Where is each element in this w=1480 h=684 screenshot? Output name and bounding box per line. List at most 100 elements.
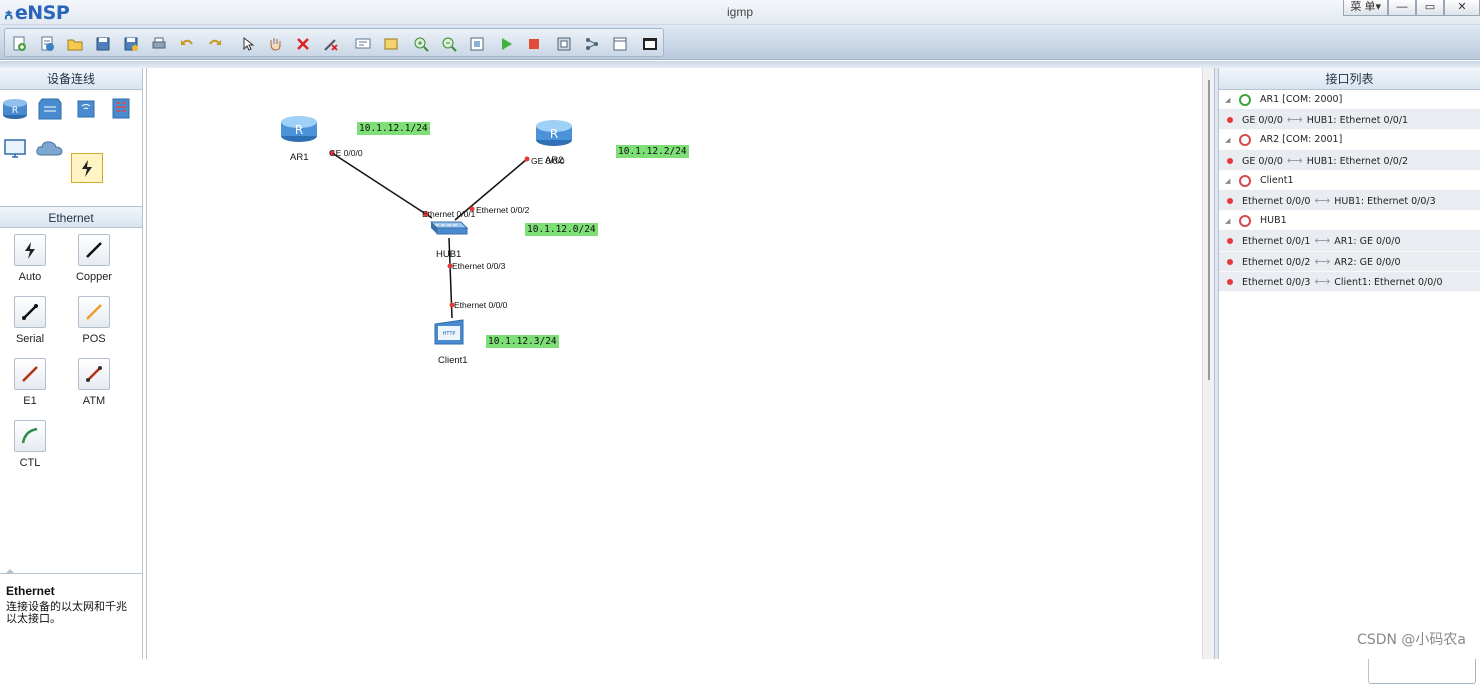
cable-ctl[interactable]: CTL	[0, 420, 60, 469]
port-label: Ethernet 0/0/3	[452, 261, 505, 271]
firewall-category-icon[interactable]	[106, 94, 136, 122]
undo-icon[interactable]	[178, 35, 196, 53]
local-port: Ethernet 0/0/2	[1242, 257, 1310, 268]
window-title: igmp	[0, 5, 1480, 19]
serial-cable-icon[interactable]	[14, 296, 46, 328]
restore-button[interactable]: ▭	[1416, 0, 1444, 16]
interface-device-row[interactable]: ◢AR1 [COM: 2000]	[1219, 90, 1480, 110]
svg-text:R: R	[295, 123, 303, 137]
switch-category-icon[interactable]	[35, 94, 65, 122]
cable-e1[interactable]: E1	[0, 358, 60, 407]
wlan-category-icon[interactable]	[71, 94, 101, 122]
close-button[interactable]: ✕	[1444, 0, 1480, 16]
redo-icon[interactable]	[206, 35, 224, 53]
status-ring-icon	[1239, 215, 1251, 227]
pan-icon[interactable]	[266, 35, 284, 53]
main-toolbar: ?	[0, 25, 1480, 60]
device-category-grid: R	[0, 90, 142, 205]
link-status-dot	[1227, 117, 1233, 123]
select-icon[interactable]	[238, 35, 256, 53]
interface-link-row[interactable]: Ethernet 0/0/2 ⟷ AR2: GE 0/0/0	[1219, 252, 1480, 272]
start-icon[interactable]	[497, 35, 515, 53]
status-ring-icon	[1239, 134, 1251, 146]
new-topology-icon[interactable]	[10, 35, 28, 53]
print-icon[interactable]	[150, 35, 168, 53]
delete-icon[interactable]	[294, 35, 312, 53]
grid-icon[interactable]	[611, 35, 629, 53]
auto-cable-icon[interactable]	[14, 234, 46, 266]
delete-link-icon[interactable]	[322, 35, 340, 53]
interface-device-row[interactable]: ◢Client1	[1219, 171, 1480, 191]
fit-icon[interactable]	[468, 35, 486, 53]
cloud-category-icon[interactable]	[35, 134, 65, 162]
link-ar1-hub1[interactable]	[332, 153, 432, 218]
hub1-icon[interactable]	[431, 222, 467, 234]
router-ar2-icon[interactable]: R	[536, 120, 572, 146]
cable-copper[interactable]: Copper	[64, 234, 124, 283]
watermark: CSDN @小码农a	[1357, 629, 1466, 649]
interface-device-row[interactable]: ◢HUB1	[1219, 211, 1480, 231]
link-row-text: GE 0/0/0⟷HUB1: Ethernet 0/0/1	[1242, 110, 1408, 131]
toolbar-shadow	[0, 61, 1480, 68]
cable-category-icon[interactable]	[71, 153, 103, 183]
expand-triangle-icon[interactable]: ◢	[1225, 171, 1230, 191]
minimize-button[interactable]: —	[1388, 0, 1416, 16]
atm-cable-icon[interactable]	[78, 358, 110, 390]
copper-cable-icon[interactable]	[78, 234, 110, 266]
pc-category-icon[interactable]	[0, 134, 30, 162]
network-label: 10.1.12.0/24	[525, 223, 598, 236]
save-as-icon[interactable]	[122, 35, 140, 53]
router-ar1-icon[interactable]: R	[281, 116, 317, 142]
bidirectional-arrow-icon: ⟷	[1287, 113, 1303, 126]
console-icon[interactable]	[641, 35, 659, 53]
description-box: Ethernet 连接设备的以太网和千兆以太接口。	[0, 573, 142, 659]
scroll-thumb[interactable]	[1208, 80, 1210, 380]
capture-icon[interactable]	[555, 35, 573, 53]
ctl-cable-icon[interactable]	[14, 420, 46, 452]
router-category-icon[interactable]: R	[0, 94, 30, 122]
node-label-client1: Client1	[438, 355, 468, 366]
text-icon[interactable]	[354, 35, 372, 53]
cable-auto[interactable]: Auto	[0, 234, 60, 283]
interface-link-row[interactable]: Ethernet 0/0/0⟷HUB1: Ethernet 0/0/3	[1219, 191, 1480, 211]
interface-link-row[interactable]: Ethernet 0/0/3⟷Client1: Ethernet 0/0/0	[1219, 272, 1480, 292]
interface-device-row[interactable]: ◢AR2 [COM: 2001]	[1219, 130, 1480, 150]
cable-label: Serial	[0, 333, 60, 345]
open-icon[interactable]	[66, 35, 84, 53]
collapse-grip-icon[interactable]	[5, 568, 15, 574]
topology-icon[interactable]	[583, 35, 601, 53]
zoom-in-icon[interactable]	[412, 35, 430, 53]
pos-cable-icon[interactable]	[78, 296, 110, 328]
device-panel: 设备连线 R Ethernet Auto Copper Serial POS E…	[0, 68, 143, 659]
rectangle-icon[interactable]	[382, 35, 400, 53]
e1-cable-icon[interactable]	[14, 358, 46, 390]
cable-serial[interactable]: Serial	[0, 296, 60, 345]
device-panel-title: 设备连线	[0, 68, 142, 90]
network-label: 10.1.12.3/24	[486, 335, 559, 348]
link-row-text: Ethernet 0/0/0⟷HUB1: Ethernet 0/0/3	[1242, 191, 1436, 212]
client1-icon[interactable]: HTTP	[435, 320, 463, 344]
port-label: Ethernet 0/0/0	[454, 300, 507, 310]
save-icon[interactable]	[94, 35, 112, 53]
cable-atm[interactable]: ATM	[64, 358, 124, 407]
canvas-scrollbar[interactable]	[1202, 68, 1214, 659]
expand-triangle-icon[interactable]: ◢	[1225, 211, 1230, 231]
expand-triangle-icon[interactable]: ◢	[1225, 90, 1230, 110]
interface-link-row[interactable]: GE 0/0/0⟷HUB1: Ethernet 0/0/1	[1219, 110, 1480, 130]
remote-port: AR2: GE 0/0/0	[1334, 257, 1400, 268]
expand-triangle-icon[interactable]: ◢	[1225, 130, 1230, 150]
topology-canvas[interactable]: R R HTTP AR1 AR2 HUB1 Client1 10.1.12.1/…	[146, 68, 1202, 659]
interface-link-row[interactable]: GE 0/0/0⟷HUB1: Ethernet 0/0/2	[1219, 151, 1480, 171]
link-status-dot	[1227, 238, 1233, 244]
cable-pos[interactable]: POS	[64, 296, 124, 345]
menu-button[interactable]: 菜 单▾	[1343, 0, 1388, 16]
bidirectional-arrow-icon: ⟷	[1314, 255, 1330, 268]
zoom-out-icon[interactable]	[440, 35, 458, 53]
stop-icon[interactable]	[525, 35, 543, 53]
status-ring-icon	[1239, 94, 1251, 106]
link-row-text: Ethernet 0/0/2 ⟷ AR2: GE 0/0/0	[1242, 252, 1401, 273]
link-status-dot	[1227, 198, 1233, 204]
remote-port: AR1: GE 0/0/0	[1334, 236, 1400, 247]
new-exam-icon[interactable]	[38, 35, 56, 53]
interface-link-row[interactable]: Ethernet 0/0/1⟷AR1: GE 0/0/0	[1219, 231, 1480, 251]
